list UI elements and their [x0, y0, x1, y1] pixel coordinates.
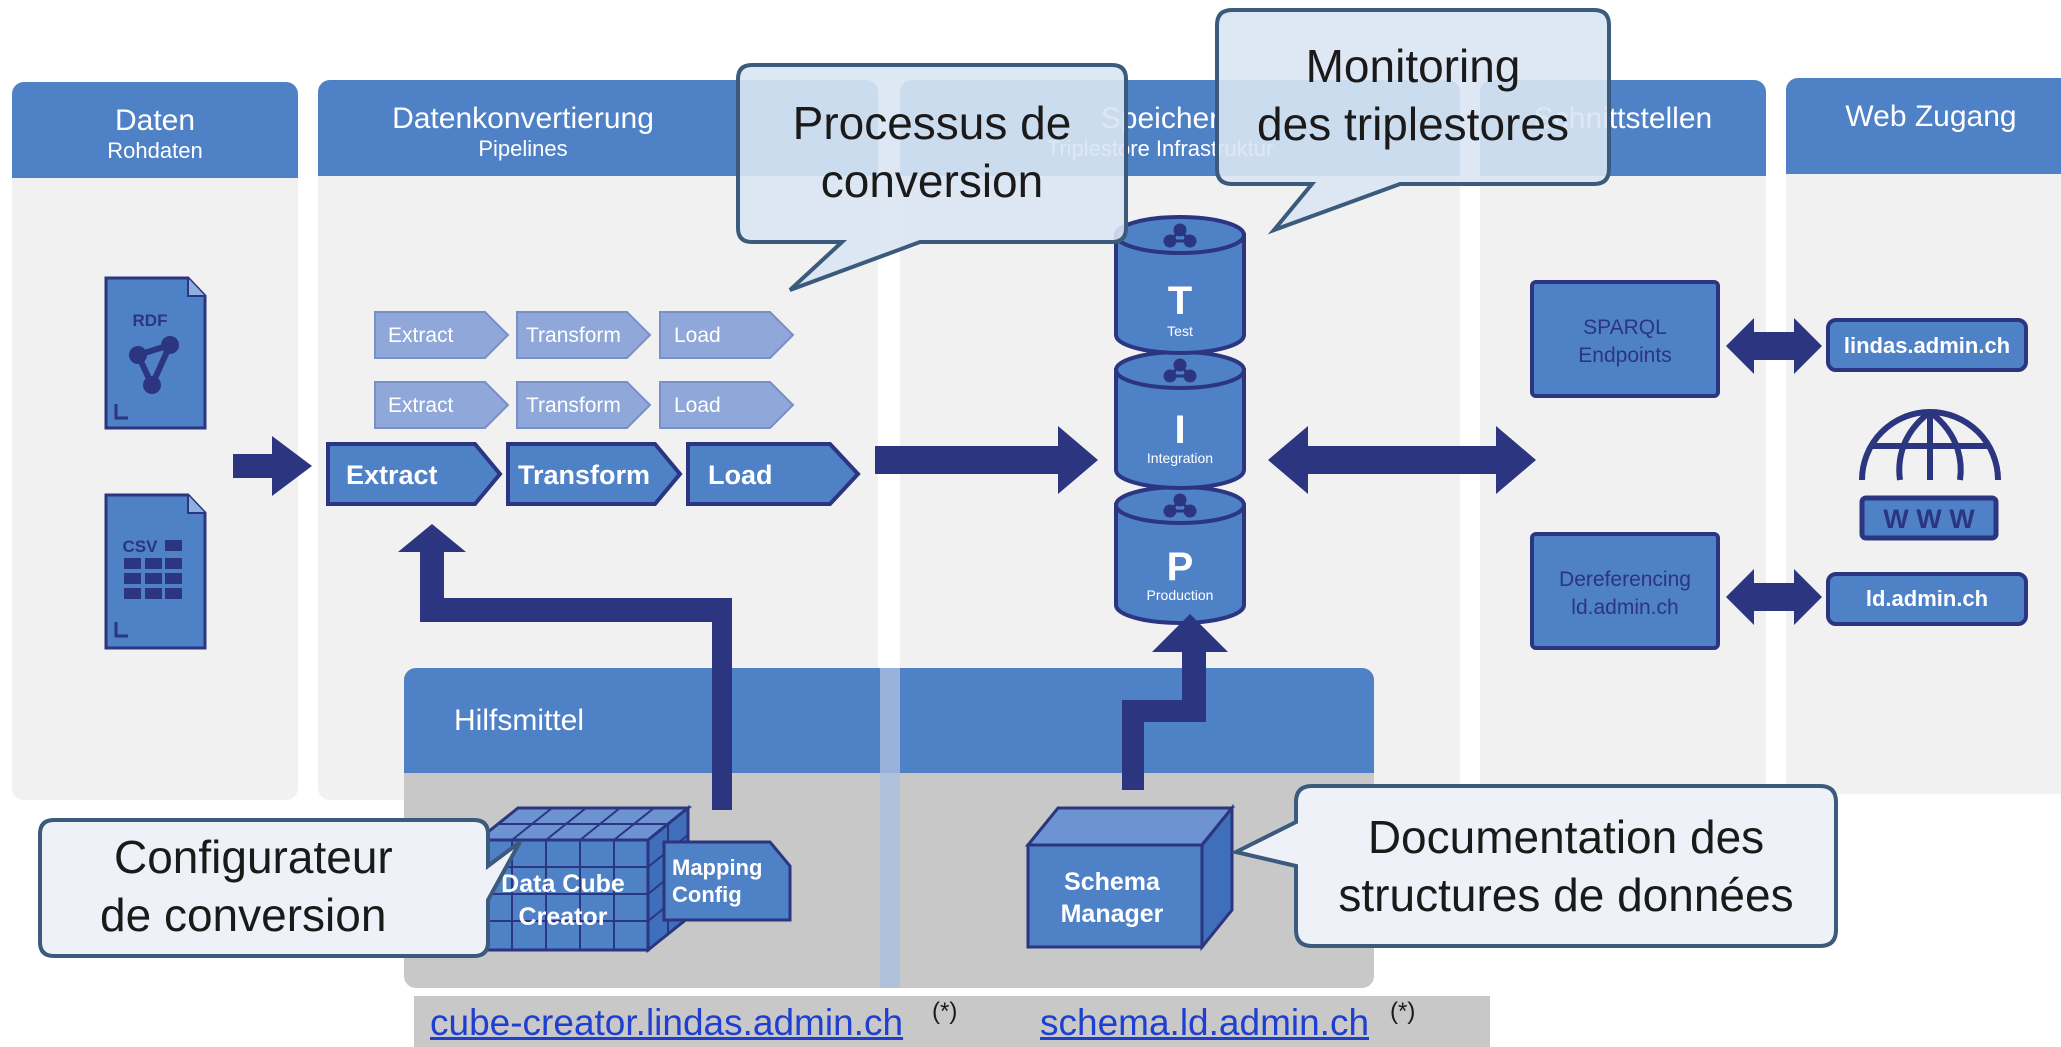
callout-configurator-bubble	[38, 818, 522, 958]
callout-line: Configurateur	[114, 831, 393, 883]
callout-line: structures de données	[1338, 869, 1794, 921]
sparql-endpoints-box: SPARQL Endpoints	[1530, 280, 1720, 398]
callout-documentation-text: Documentation des structures de données	[1296, 808, 1836, 924]
cube-creator-footnote: (*)	[932, 998, 958, 1025]
callout-line: Monitoring	[1305, 40, 1521, 92]
callout-line: des triplestores	[1257, 98, 1569, 150]
data-cube-creator-icon: Data Cube Creator	[473, 804, 693, 954]
schema-footnote: (*)	[1390, 998, 1416, 1025]
extract-label: Extract	[388, 324, 454, 347]
store-letter: P	[1167, 545, 1194, 589]
pipeline-row-2: Extract Transform Load	[374, 381, 795, 429]
callout-line: conversion	[820, 155, 1044, 207]
callout-conversion-bubble	[736, 63, 1128, 292]
store-integration: I Integration	[1114, 350, 1246, 490]
cube-to-pipeline-arrow	[398, 524, 732, 810]
dereferencing-box: Dereferencing ld.admin.ch	[1530, 532, 1720, 650]
column-header-daten: Daten Rohdaten	[12, 82, 298, 178]
extract-label: Extract	[388, 394, 454, 417]
extract-label: Extract	[346, 460, 438, 490]
deref-web-arrow	[1726, 569, 1822, 625]
storage-interfaces-arrow	[1268, 426, 1536, 494]
transform-label: Transform	[518, 460, 650, 490]
column-daten: Daten Rohdaten	[12, 82, 298, 800]
transform-label: Transform	[526, 394, 621, 417]
csv-file-icon: CSV	[104, 493, 207, 650]
schema-link[interactable]: schema.ld.admin.ch	[1040, 1002, 1370, 1043]
cube-creator-link[interactable]: cube-creator.lindas.admin.ch	[430, 1002, 904, 1043]
ld-link-box: ld.admin.ch	[1826, 572, 2028, 626]
globe-icon	[1859, 409, 2001, 481]
transform-label: Transform	[526, 324, 621, 347]
triple-icon	[1163, 358, 1197, 383]
rdf-file-icon: RDF	[104, 276, 207, 430]
column-title: Daten	[114, 104, 196, 137]
load-label: Load	[708, 460, 773, 490]
store-label: Test	[1167, 323, 1193, 339]
callout-documentation-bubble	[1230, 784, 1838, 948]
callout-monitoring-text: Monitoring des triplestores	[1217, 37, 1609, 153]
store-letter: I	[1174, 408, 1185, 452]
pipeline-main: Extract Transform Load	[326, 442, 861, 506]
deref-line-1: Dereferencing	[1559, 568, 1691, 591]
column-header-web: Web Zugang	[1786, 78, 2061, 174]
cube-line-2: Creator	[519, 903, 608, 931]
tools-panel-divider	[880, 668, 900, 988]
store-letter: T	[1168, 279, 1192, 323]
store-label: Integration	[1147, 450, 1213, 466]
callout-line: de conversion	[100, 889, 387, 941]
schema-manager-icon: Schema Manager	[1024, 803, 1236, 952]
callout-line: Processus de	[792, 97, 1072, 149]
deref-line-2: ld.admin.ch	[1571, 596, 1678, 619]
column-title: Web Zugang	[1845, 100, 2017, 133]
www-label: W W W	[1883, 504, 1975, 534]
callout-conversion-text: Processus de conversion	[738, 94, 1126, 210]
lindas-link-box: lindas.admin.ch	[1826, 318, 2028, 372]
load-label: Load	[674, 394, 721, 417]
mapping-line-2: Config	[672, 882, 742, 907]
footer-strip	[414, 996, 1490, 1047]
lindas-label: lindas.admin.ch	[1844, 333, 2010, 358]
csv-label: CSV	[123, 537, 159, 556]
sparql-line-1: SPARQL	[1583, 316, 1667, 339]
www-icon: W W W	[1859, 495, 1999, 541]
mapping-config-icon: Mapping Config	[662, 840, 792, 922]
callout-configurator-text: Configurateur de conversion	[100, 828, 430, 944]
tools-title: Hilfsmittel	[454, 704, 585, 737]
callout-monitoring-bubble	[1215, 8, 1611, 235]
triple-icon	[1163, 223, 1197, 248]
column-schnittstellen: Schnittstellen	[1480, 80, 1766, 800]
input-arrow	[233, 436, 312, 496]
schema-line-2: Manager	[1061, 900, 1164, 928]
column-web: Web Zugang	[1786, 78, 2061, 794]
store-test: T Test	[1114, 215, 1246, 355]
load-label: Load	[674, 324, 721, 347]
store-label: Production	[1147, 587, 1214, 603]
store-production: P Production	[1114, 485, 1246, 625]
sparql-web-arrow	[1726, 318, 1822, 374]
cube-line-1: Data Cube	[501, 870, 625, 898]
callout-line: Documentation des	[1367, 811, 1765, 863]
ld-label: ld.admin.ch	[1866, 586, 1988, 611]
sparql-line-2: Endpoints	[1578, 344, 1671, 367]
column-subtitle: Pipelines	[478, 136, 568, 161]
triple-icon	[1163, 493, 1197, 518]
schema-to-storage-arrow	[1122, 614, 1228, 790]
mapping-line-1: Mapping	[672, 855, 762, 880]
pipeline-to-storage-arrow	[875, 426, 1098, 494]
schema-line-1: Schema	[1064, 868, 1161, 896]
rdf-label: RDF	[133, 311, 168, 330]
column-subtitle: Rohdaten	[107, 138, 203, 163]
pipeline-row-1: Extract Transform Load	[374, 311, 795, 359]
column-title: Datenkonvertierung	[392, 102, 654, 135]
